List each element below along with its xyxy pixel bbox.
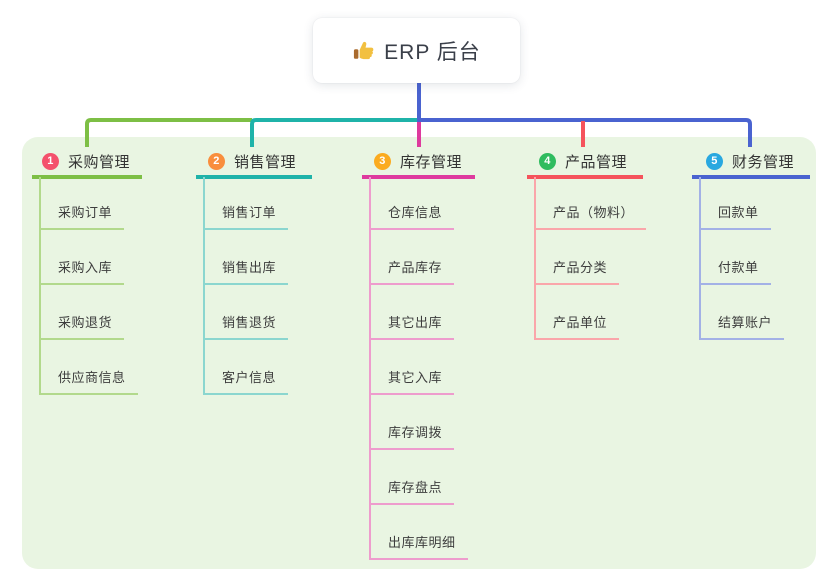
branch-label-text: 采购管理	[68, 153, 131, 171]
child-node[interactable]: 销售出库	[204, 257, 289, 285]
branch-number-badge: 1	[42, 152, 59, 170]
child-node[interactable]: 产品单位	[535, 312, 620, 340]
child-node[interactable]: 采购订单	[40, 202, 125, 230]
branch-label-text: 库存管理	[400, 153, 463, 171]
child-node[interactable]: 销售退货	[204, 312, 289, 340]
child-node[interactable]: 采购入库	[40, 257, 125, 285]
branch-number-badge: 5	[706, 152, 723, 170]
branch-label-text: 销售管理	[234, 153, 297, 171]
branch-number-badge: 2	[208, 152, 225, 170]
child-node[interactable]: 结算账户	[700, 312, 785, 340]
child-node[interactable]: 供应商信息	[40, 367, 138, 395]
child-node[interactable]: 回款单	[700, 202, 771, 230]
child-node[interactable]: 出库库明细	[370, 532, 468, 560]
child-node[interactable]: 产品库存	[370, 257, 455, 285]
child-node[interactable]: 其它出库	[370, 312, 455, 340]
canvas-panel	[22, 137, 816, 569]
child-node[interactable]: 客户信息	[204, 367, 289, 395]
node-purchase-management[interactable]: 1 采购管理	[42, 148, 130, 174]
node-finance-management[interactable]: 5 财务管理	[706, 148, 794, 174]
child-node[interactable]: 仓库信息	[370, 202, 455, 230]
child-node[interactable]: 产品（物料）	[535, 202, 647, 230]
node-sales-management[interactable]: 2 销售管理	[208, 148, 296, 174]
child-node[interactable]: 销售订单	[204, 202, 289, 230]
child-node[interactable]: 采购退货	[40, 312, 125, 340]
thumbs-up-icon	[352, 39, 375, 62]
child-node[interactable]: 库存调拨	[370, 422, 455, 450]
node-inventory-management[interactable]: 3 库存管理	[374, 148, 462, 174]
child-node[interactable]: 其它入库	[370, 367, 455, 395]
child-node[interactable]: 产品分类	[535, 257, 620, 285]
root-label: ERP 后台	[384, 40, 481, 64]
branch-number-badge: 3	[374, 152, 391, 170]
node-product-management[interactable]: 4 产品管理	[539, 148, 627, 174]
child-node[interactable]: 付款单	[700, 257, 771, 285]
branch-number-badge: 4	[539, 152, 556, 170]
branch-label-text: 财务管理	[732, 153, 795, 171]
child-node[interactable]: 库存盘点	[370, 477, 455, 505]
node-erp-root[interactable]: ERP 后台	[313, 18, 520, 83]
branch-label-text: 产品管理	[565, 153, 628, 171]
